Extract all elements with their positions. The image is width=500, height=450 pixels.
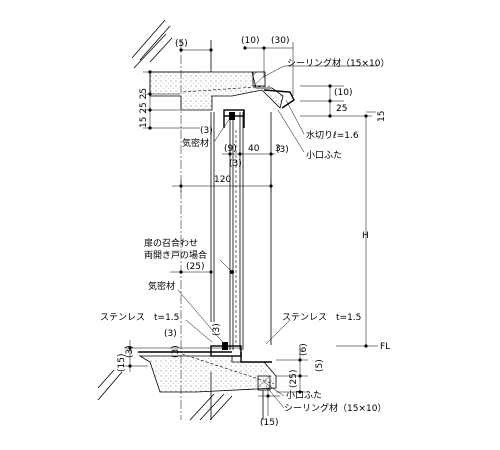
dim-5-r: (5) (315, 359, 325, 372)
dim-3-f: (3) (164, 329, 177, 339)
fl-label: FL (380, 342, 390, 352)
dim-3-e: (3) (212, 323, 222, 336)
frame-verticals (180, 40, 272, 420)
dimension-ticks (128, 46, 368, 398)
stainless-left: ステンレス t=1.5 (100, 312, 179, 323)
top-lintel (149, 71, 284, 111)
bottom-sill (138, 342, 277, 393)
drawing-labels: (5) (10) (30) シーリング材（15×10） (10) 25 15 1… (100, 36, 390, 428)
dim-5-top: (5) (175, 39, 188, 49)
dim-H: H (362, 231, 369, 241)
door-note-1: 扉の召合わせ (144, 237, 198, 249)
airtight-top: 気密材 (182, 137, 209, 149)
mizukiri: 水切りℓ=1.6 (306, 129, 359, 141)
dim-25-bot: (25) (186, 262, 204, 272)
leader-lines (177, 65, 378, 409)
dim-3-b: (3) (276, 145, 289, 155)
dim-10-top: (10) (241, 36, 259, 46)
koguchi-top: 小口ふた (306, 150, 342, 161)
dim-25-right: 25 (336, 104, 347, 114)
dim-10-right: (10) (334, 88, 352, 98)
top-frame-steel (223, 71, 295, 128)
door-note-2: 両開き戸の場合 (144, 249, 207, 261)
left-dims-top: 15 25 25 (139, 88, 149, 128)
dim-15-left: (15) (117, 354, 127, 372)
dim-15-right: 15 (377, 111, 387, 122)
dim-3-a: (3) (200, 126, 213, 136)
dim-25-r: (25) (289, 370, 299, 388)
sealing-bot: シーリング材（15×10） (284, 402, 386, 414)
dim-6: (6) (299, 343, 309, 356)
dim-3-c: 3 (275, 144, 281, 154)
dim-40: 40 (248, 144, 260, 154)
dim-30-top: (30) (271, 36, 289, 46)
dim-9: (9) (224, 144, 237, 154)
wall-hatch-bottom (97, 369, 233, 421)
dim-3-h: (3) (171, 345, 181, 358)
wall-hatch-top (131, 19, 173, 69)
stainless-right: ステンレス t=1.5 (282, 312, 361, 323)
koguchi-bot: 小口ふた (286, 390, 322, 401)
sealing-top: シーリング材（15×10） (287, 57, 389, 69)
dim-120: 120 (214, 175, 231, 185)
dim-15-bot: (15) (260, 418, 278, 428)
airtight-bot: 気密材 (148, 280, 175, 292)
dim-3-g: (3) (125, 345, 135, 358)
dim-3-d: (3) (229, 159, 242, 169)
